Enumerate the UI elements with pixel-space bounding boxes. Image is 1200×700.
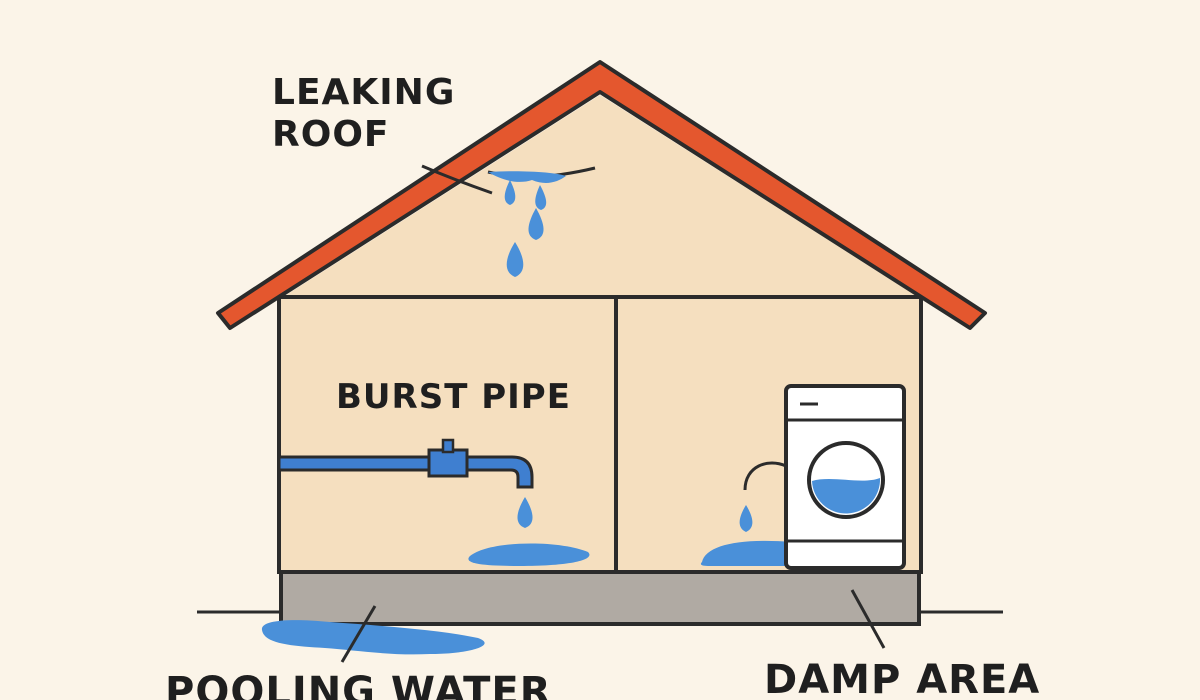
pipe-spout	[465, 455, 534, 489]
pooling-water-puddle	[261, 620, 485, 655]
roof-leak-water	[488, 171, 566, 183]
water-drop-icon	[517, 497, 533, 528]
pooling-water-label: POOLING WATER	[165, 669, 552, 700]
attic-wall	[283, 95, 918, 297]
water-pipe	[277, 455, 431, 472]
damp-leader-line	[850, 589, 886, 649]
water-drop-icon	[535, 185, 547, 210]
foundation	[279, 570, 921, 626]
leaking-roof-label-line1: LEAKING	[272, 72, 456, 113]
roof	[216, 60, 987, 330]
water-drop-icon	[506, 242, 524, 277]
burst-pipe-label: BURST PIPE	[336, 377, 571, 417]
damp-area-label: DAMP AREA	[764, 657, 1041, 700]
damp-puddle	[700, 540, 792, 566]
pooling-leader-line	[340, 605, 377, 663]
pipe-valve-stem	[441, 438, 455, 454]
drain-hose	[743, 461, 787, 491]
water-drop-icon	[739, 505, 753, 532]
pipe-puddle	[468, 543, 590, 566]
roof-leader-line	[421, 164, 493, 195]
pipe-valve-icon	[427, 448, 469, 478]
water-drop-icon	[528, 208, 544, 240]
leaking-roof-label-line2: ROOF	[272, 114, 390, 155]
washing-machine-icon	[784, 384, 906, 570]
water-drop-icon	[504, 180, 516, 205]
leaking-roof-label: LEAKING ROOF	[272, 72, 455, 156]
